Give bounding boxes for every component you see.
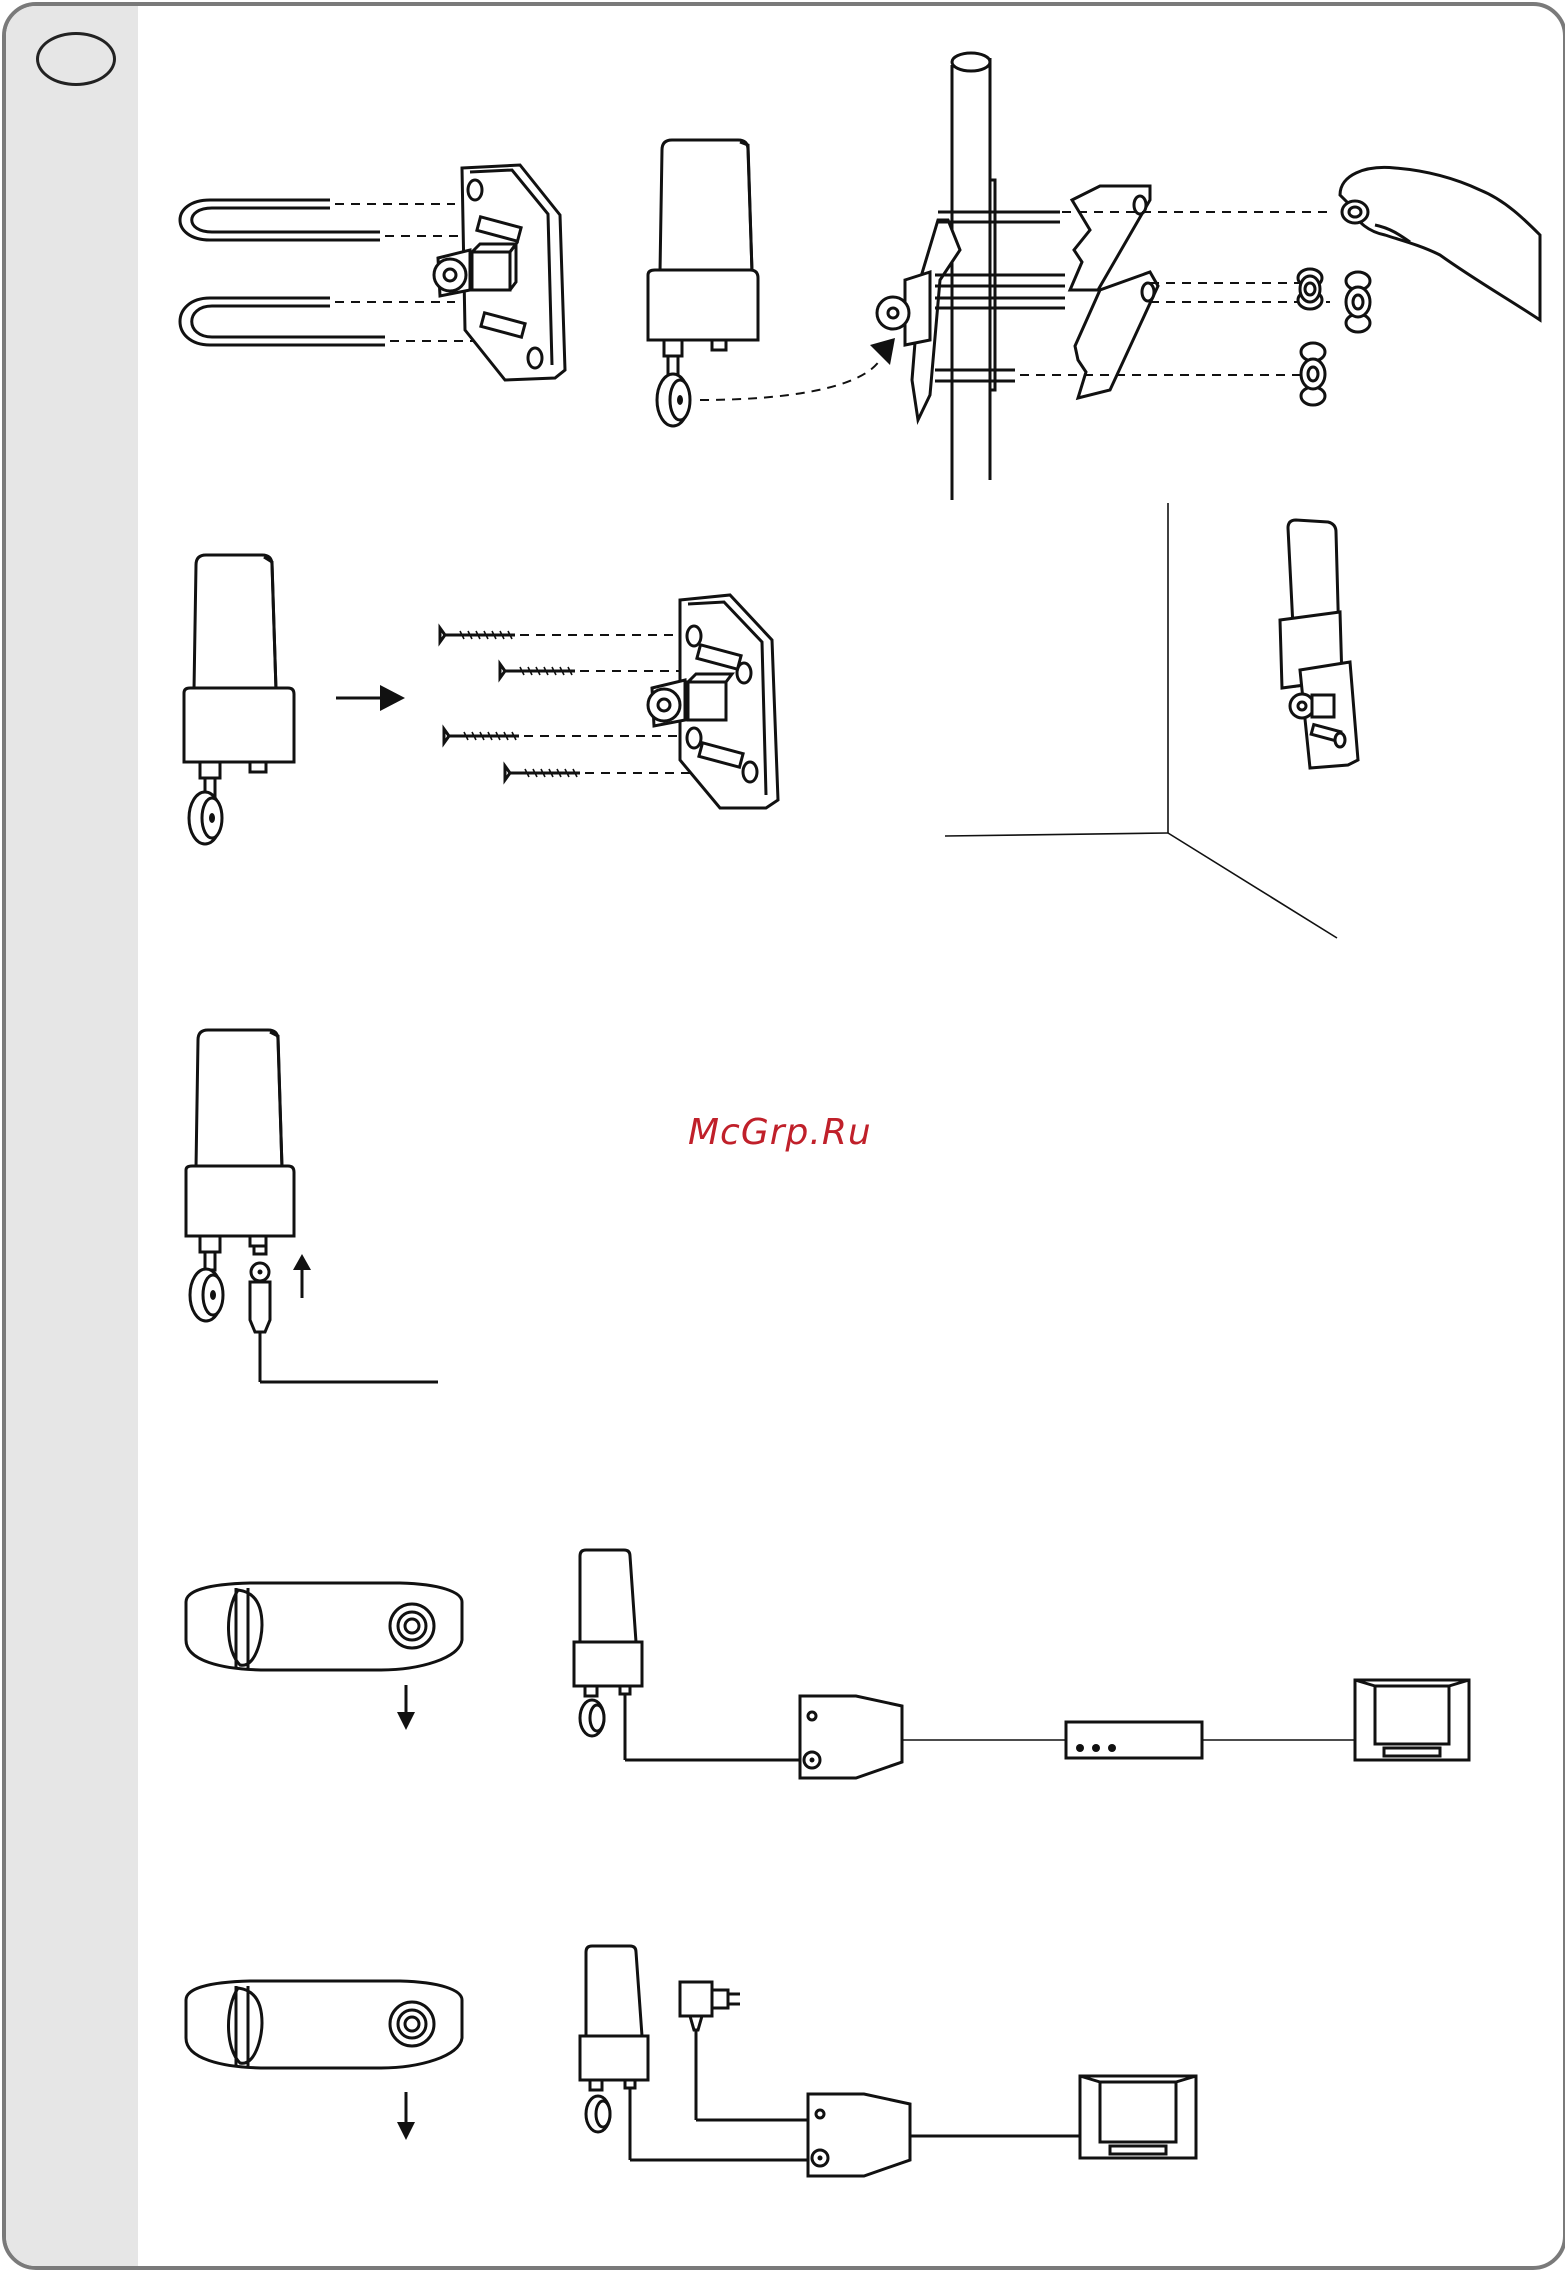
fig-connection-adapter [580, 1946, 1196, 2176]
wing-nut-3 [1301, 343, 1325, 405]
u-bolt-top [180, 200, 380, 240]
u-bolt-bottom [180, 298, 385, 345]
fig-switch-setting-1 [186, 1583, 462, 1730]
fig-connection-stb [574, 1550, 1469, 1778]
wing-nut-1 [1298, 269, 1322, 309]
fig-wall-mount [184, 555, 778, 844]
screw-2 [500, 664, 575, 678]
fig-corner-mount [945, 503, 1358, 938]
wing-nut-2 [1346, 272, 1370, 332]
fig-pole-mount [180, 53, 1540, 500]
fig-cable-connect [186, 1030, 438, 1382]
screw-3 [444, 729, 519, 743]
fig-switch-setting-2 [186, 1981, 462, 2140]
screw-4 [505, 766, 580, 780]
screw-1 [440, 628, 515, 642]
watermark-text: McGrp.Ru [688, 1112, 872, 1153]
